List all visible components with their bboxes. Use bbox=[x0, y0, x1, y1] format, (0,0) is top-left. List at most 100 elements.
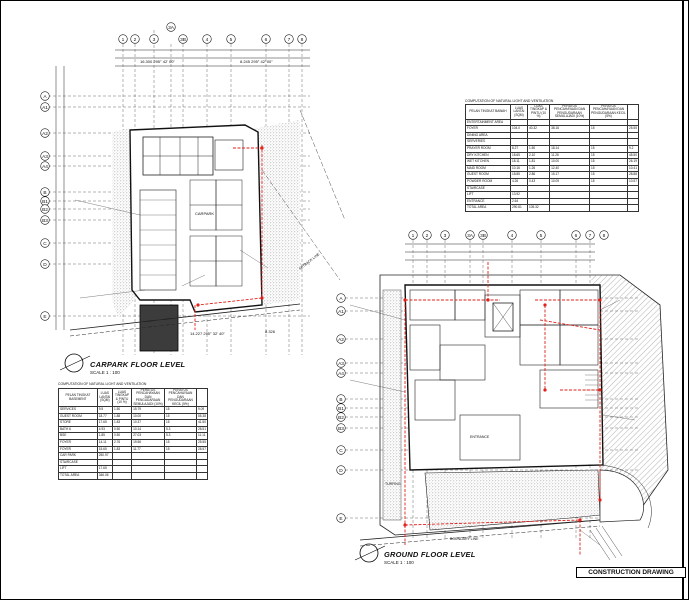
table-cell bbox=[111, 465, 133, 473]
grid-bubble-top-3: 3 bbox=[149, 34, 159, 44]
grid-bubble-side-C: C bbox=[336, 445, 346, 455]
svg-text:E: E bbox=[43, 314, 46, 320]
svg-text:A2: A2 bbox=[338, 337, 344, 343]
svg-text:3: 3 bbox=[444, 233, 447, 239]
table-cell: 38.16 bbox=[549, 125, 591, 133]
table-cell: 4.26 bbox=[509, 177, 528, 186]
grid-bubble-top-3B: 3B bbox=[178, 34, 188, 44]
table-cell bbox=[111, 471, 133, 480]
table-cell: 18.65 bbox=[509, 151, 528, 160]
table-cell: 11.11 bbox=[195, 432, 209, 440]
table-cell: 1.85 bbox=[96, 432, 113, 440]
grid-bubble-top-4: 4 bbox=[507, 230, 517, 240]
table-cell: 15 bbox=[163, 419, 197, 427]
table-cell: 17.65 bbox=[96, 465, 113, 473]
label-carpark: CARPARK bbox=[195, 211, 214, 216]
table-cell bbox=[509, 131, 528, 140]
table-cell: 13.92 bbox=[509, 191, 528, 199]
table-cell: 55.38 bbox=[195, 412, 209, 421]
table-cell bbox=[111, 452, 133, 460]
table-cell: 18.11 bbox=[509, 158, 528, 166]
table-cell: TOTAL AREA bbox=[58, 471, 98, 480]
table-cell bbox=[589, 197, 628, 206]
grid-bubble-top-4: 4 bbox=[202, 34, 212, 44]
table-cell: 15 bbox=[163, 412, 197, 421]
table-cell: 11.26 bbox=[549, 151, 591, 160]
grid-bubble-side-A2: A2 bbox=[40, 128, 50, 138]
svg-text:A3: A3 bbox=[338, 361, 344, 367]
table-cell: 15 bbox=[589, 171, 628, 179]
grid-bubble-side-B3: B3 bbox=[40, 215, 50, 225]
table-cell bbox=[626, 138, 640, 146]
table-cell bbox=[195, 458, 209, 467]
table-header: LUAS TINGKAP & PINTU (10 %) bbox=[111, 387, 133, 408]
basement-table-caption: COMPUTATION OF NATURAL LIGHT AND VENTILA… bbox=[58, 382, 147, 386]
grid-bubble-top-5: 5 bbox=[226, 34, 236, 44]
table-cell bbox=[549, 197, 591, 206]
table-cell: FOYER bbox=[58, 439, 98, 447]
table-cell bbox=[131, 465, 165, 473]
svg-text:6: 6 bbox=[575, 233, 578, 239]
bearing-a: 16.300 295° 42' 00" bbox=[140, 59, 176, 64]
svg-text:A4: A4 bbox=[338, 371, 344, 377]
ground-scale: SCALE 1 : 100 bbox=[384, 560, 414, 565]
grid-bubble-top-3A: 3A bbox=[465, 230, 475, 240]
table-cell bbox=[626, 204, 640, 212]
table-cell bbox=[626, 197, 640, 206]
table-cell: 28.88 bbox=[626, 171, 640, 179]
svg-text:7: 7 bbox=[288, 37, 291, 43]
svg-text:E: E bbox=[339, 516, 342, 522]
table-cell: 346.06 bbox=[96, 471, 113, 480]
svg-text:A: A bbox=[43, 94, 47, 100]
table-cell: 9.09 bbox=[195, 406, 209, 414]
table-cell: 10.14 bbox=[131, 425, 165, 434]
grid-bubble-side-E: E bbox=[336, 513, 346, 523]
grid-bubble-side-B2: B2 bbox=[40, 204, 50, 214]
grid-bubble-top-6: 6 bbox=[261, 34, 271, 44]
section-marker-carpark bbox=[59, 353, 91, 373]
table-cell: 25.55 bbox=[626, 125, 640, 133]
svg-text:A2: A2 bbox=[42, 131, 48, 137]
table-cell: 15 bbox=[589, 177, 628, 186]
table-cell: 9.2 bbox=[626, 145, 640, 153]
table-cell: FOYER bbox=[465, 125, 511, 133]
table-cell bbox=[131, 458, 165, 467]
table-cell bbox=[96, 458, 113, 467]
grid-bubble-side-B2: B2 bbox=[336, 412, 346, 422]
table-cell: GUEST ROOM bbox=[465, 171, 511, 179]
svg-text:A1: A1 bbox=[42, 105, 48, 111]
table-cell bbox=[526, 191, 551, 199]
table-cell: 2.86 bbox=[526, 171, 551, 179]
svg-text:B1: B1 bbox=[338, 406, 344, 412]
table-cell: 5.3 bbox=[163, 432, 197, 440]
grid-bubble-side-B1: B1 bbox=[336, 403, 346, 413]
svg-text:A1: A1 bbox=[338, 309, 344, 315]
table-cell: 11.77 bbox=[131, 445, 165, 454]
table-cell: CAR PARK bbox=[58, 452, 98, 460]
ground-title: GROUND FLOOR LEVEL bbox=[384, 550, 476, 559]
carpark-plan bbox=[48, 30, 346, 355]
svg-text:7: 7 bbox=[589, 233, 592, 239]
svg-text:B3: B3 bbox=[338, 426, 344, 432]
svg-text:B: B bbox=[339, 397, 342, 403]
svg-text:B2: B2 bbox=[42, 207, 48, 213]
grid-bubble-top-8: 8 bbox=[297, 34, 307, 44]
table-cell: 15 bbox=[589, 125, 628, 133]
table-cell: 1.83 bbox=[111, 445, 133, 454]
table-cell: 2.10 bbox=[526, 151, 551, 160]
table-header: LUAS TINGKAP & PINTU (10 %) bbox=[526, 104, 551, 120]
table-cell: 10.41 bbox=[626, 164, 640, 173]
table-cell: 28.51 bbox=[195, 425, 209, 434]
table-cell bbox=[195, 471, 209, 480]
table-cell: 290.81 bbox=[509, 204, 528, 212]
table-cell bbox=[195, 465, 209, 473]
